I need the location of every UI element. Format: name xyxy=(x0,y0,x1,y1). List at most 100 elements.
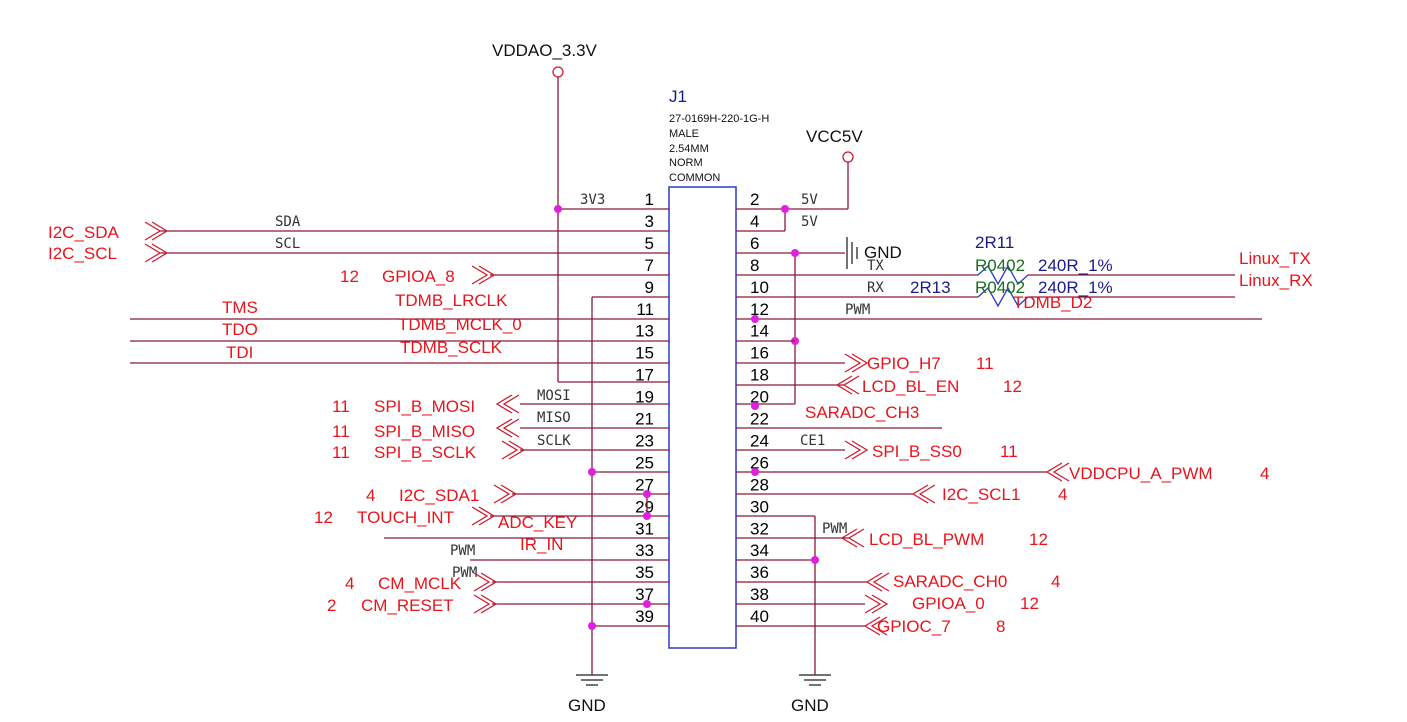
net-saradc-ch0-page: 4 xyxy=(1051,572,1060,591)
pin-16-label: 16 xyxy=(750,344,769,363)
pin-8-label: 8 xyxy=(750,256,759,275)
net-i2c-sda: I2C_SDA xyxy=(48,223,120,242)
net-spi-ss0-page: 11 xyxy=(1000,442,1018,461)
junction-dot xyxy=(643,512,651,520)
net-saradc-ch0: SARADC_CH0 xyxy=(893,572,1007,591)
pin-5-label: 5 xyxy=(645,234,654,253)
pin-6-label: 6 xyxy=(750,234,759,253)
vcc5v-label: VCC5V xyxy=(806,127,863,146)
net-lcd-bl-en: LCD_BL_EN xyxy=(862,377,959,396)
port-i2c-sda-icon xyxy=(144,221,169,241)
pin-22-label: 22 xyxy=(750,410,769,429)
label-pwm32: PWM xyxy=(822,521,847,537)
port-i2c-scl1-icon xyxy=(911,484,936,504)
label-pwm12: PWM xyxy=(845,302,870,318)
label-3v3: 3V3 xyxy=(580,192,605,208)
net-gpioa0-page: 12 xyxy=(1020,594,1039,613)
pin-19-label: 19 xyxy=(635,388,654,407)
net-cm-mclk-page: 4 xyxy=(345,574,354,593)
pin-12-label: 12 xyxy=(750,300,769,319)
r11-pkg: R0402 xyxy=(975,256,1025,275)
pin-37-label: 37 xyxy=(635,585,654,604)
net-spi-ss0: SPI_B_SS0 xyxy=(872,442,962,461)
junction-dot xyxy=(811,556,819,564)
net-i2c-sda1: I2C_SDA1 xyxy=(399,486,479,505)
connector-pitch: 2.54MM xyxy=(669,143,709,155)
pin-28-label: 28 xyxy=(750,475,769,494)
connector-ref: J1 xyxy=(669,87,687,106)
label-sda: SDA xyxy=(275,214,301,230)
pin-40-label: 40 xyxy=(750,607,769,626)
r13-ref: 2R13 xyxy=(910,278,951,297)
port-i2c-scl-icon xyxy=(144,243,169,263)
junction-dot xyxy=(781,205,789,213)
r11-val: 240R_1% xyxy=(1038,256,1113,275)
gnd-bottom-left-label: GND xyxy=(568,696,606,715)
net-spi-miso: SPI_B_MISO xyxy=(374,422,475,441)
pin-35-label: 35 xyxy=(635,563,654,582)
label-ce1: CE1 xyxy=(800,433,825,449)
junction-dot xyxy=(554,205,562,213)
junction-dot xyxy=(791,249,799,257)
net-cm-mclk: CM_MCLK xyxy=(378,574,462,593)
resistor-2r13-icon[interactable] xyxy=(977,286,1029,308)
junction-dot xyxy=(751,402,759,410)
port-saradc-ch0-icon xyxy=(865,572,890,592)
net-ir-in: IR_IN xyxy=(520,535,563,554)
port-spi-miso-icon xyxy=(495,418,520,438)
net-gpioc7-page: 8 xyxy=(996,617,1005,636)
port-gpio-h7-icon xyxy=(844,353,869,373)
net-lcd-bl-pwm-page: 12 xyxy=(1029,530,1048,549)
label-rx: RX xyxy=(867,280,884,296)
net-adc-key: ADC_KEY xyxy=(498,513,577,532)
pin-11-label: 11 xyxy=(636,300,654,319)
r13-val: 240R_1% xyxy=(1038,278,1113,297)
label-miso: MISO xyxy=(537,410,571,426)
pin-34-label: 34 xyxy=(750,541,769,560)
resistor-2r11-icon[interactable] xyxy=(977,264,1029,286)
port-i2c-sda1-icon xyxy=(493,484,518,504)
pin-2-label: 2 xyxy=(750,190,759,209)
net-gpioa8: GPIOA_8 xyxy=(382,267,455,286)
label-pwm33: PWM xyxy=(450,543,475,559)
net-touch-int: TOUCH_INT xyxy=(357,508,454,527)
label-sclk: SCLK xyxy=(537,433,571,449)
net-tdmb-sclk: TDMB_SCLK xyxy=(400,338,503,357)
net-tdo: TDO xyxy=(222,320,258,339)
label-pwm35: PWM xyxy=(452,565,477,581)
net-cm-reset: CM_RESET xyxy=(361,596,454,615)
vddao-label: VDDAO_3.3V xyxy=(492,41,598,60)
net-gpioa0: GPIOA_0 xyxy=(912,594,985,613)
pin-4-label: 4 xyxy=(750,212,759,231)
port-lcd-bl-pwm-icon xyxy=(840,528,865,548)
r13-pkg: R0402 xyxy=(975,278,1025,297)
port-gpioc7-icon xyxy=(863,616,888,636)
junction-dot xyxy=(751,468,759,476)
net-lcd-bl-en-page: 12 xyxy=(1003,377,1022,396)
vcc5v-power-icon xyxy=(842,151,854,163)
pin-21-label: 21 xyxy=(635,410,654,429)
junction-dot xyxy=(588,622,596,630)
pin-39-label: 39 xyxy=(635,607,654,626)
net-spi-mosi-page: 11 xyxy=(332,397,350,416)
pin-3-label: 3 xyxy=(645,212,654,231)
port-spi-ss0-icon xyxy=(844,440,869,460)
net-gpioa8-page: 12 xyxy=(340,267,359,286)
pin-20-label: 20 xyxy=(750,388,769,407)
junction-dot xyxy=(643,490,651,498)
net-vddcpu: VDDCPU_A_PWM xyxy=(1069,464,1213,483)
gnd-bottom-right-label: GND xyxy=(791,696,829,715)
net-spi-sclk: SPI_B_SCLK xyxy=(374,443,477,462)
net-linux-rx: Linux_RX xyxy=(1239,271,1313,290)
connector-j1-body[interactable] xyxy=(668,186,737,649)
net-spi-mosi: SPI_B_MOSI xyxy=(374,397,475,416)
junction-dot xyxy=(588,468,596,476)
net-vddcpu-page: 4 xyxy=(1260,464,1269,483)
pin-24-label: 24 xyxy=(750,431,769,450)
connector-part: 27-0169H-220-1G-H xyxy=(669,113,769,125)
label-mosi: MOSI xyxy=(537,388,571,404)
pin-26-label: 26 xyxy=(750,453,769,472)
net-saradc-ch3: SARADC_CH3 xyxy=(805,403,919,422)
